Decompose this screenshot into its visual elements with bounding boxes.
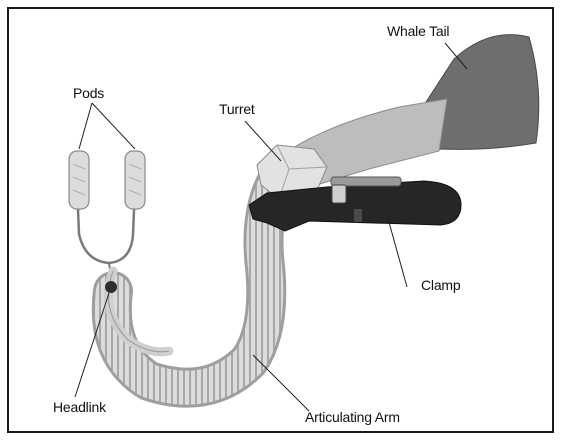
device-illustration <box>9 9 552 431</box>
label-turret: Turret <box>219 101 255 117</box>
label-headlink: Headlink <box>53 399 106 415</box>
label-clamp: Clamp <box>421 277 460 293</box>
headlink-knob <box>105 281 117 293</box>
label-pods: Pods <box>73 85 104 101</box>
label-whale-tail: Whale Tail <box>387 23 449 39</box>
diagram-frame: Whale Tail Pods Turret Clamp Headlink Ar… <box>7 7 554 433</box>
label-articulating-arm: Articulating Arm <box>305 409 400 425</box>
